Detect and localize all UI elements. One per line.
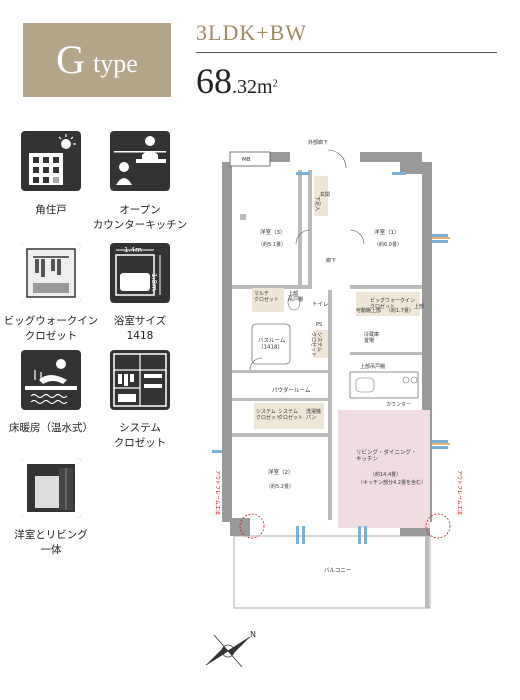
movable-shelf-label: 可動棚上部 (356, 307, 381, 314)
outframe-right-label: アウトフレーム工法 (456, 470, 463, 515)
compass-north: N (250, 630, 256, 639)
feature-label-living: 洋室とリビング一体 (14, 529, 88, 556)
feature-label-corner: 角住戸 (35, 204, 67, 216)
floor-area: 68.32m2 (196, 60, 278, 102)
ps-label: PS (316, 322, 322, 328)
room3-size: （約5.1畳） (258, 241, 286, 248)
bathroom-size-icon: 1.4m 1.8m (110, 243, 170, 303)
feature-label-heating: 床暖房（温水式） (9, 422, 93, 434)
feature-label-kitchen: オープンカウンターキッチン (92, 204, 188, 231)
bath-depth-label: 1.8m (150, 273, 158, 291)
room3-label: 洋室（3） (260, 228, 286, 236)
bathroom-label: バスルーム（1418） (258, 337, 286, 351)
system-closet1-label: システムクロゼット (256, 409, 281, 421)
ldk-note: （キッチン部分4.2畳を含む） (358, 479, 426, 486)
ldk-label: リビング・ダイニング・キッチン (356, 448, 417, 463)
shoe-box-label: 下足入 (314, 196, 320, 211)
storage-top-label: 上部吊戸棚 (288, 290, 303, 303)
floor-heating-icon (21, 350, 81, 410)
system-closet2-label: システムクロゼット (278, 409, 303, 421)
area-decimal: .32 (232, 76, 257, 98)
washer-label: 洗濯機パン (306, 408, 321, 421)
layout-label: 3LDK+BW (196, 20, 308, 45)
walkin-size: （約1.7畳） (386, 307, 414, 314)
compass-rose: N (200, 625, 260, 675)
multi-closet-label: マルチクロゼット (254, 291, 279, 303)
mb-label: MB (242, 157, 251, 163)
upper-cabinet-label: 上部吊戸棚 (360, 363, 385, 370)
room1-size: （約6.0畳） (374, 241, 402, 248)
balcony-label: バルコニー (324, 567, 351, 574)
system-closet-icon (110, 350, 170, 410)
western-living-icon (21, 458, 81, 518)
corridor-label: 外部廊下 (308, 139, 328, 146)
floor-plan: MB 外部廊下 (210, 130, 510, 615)
hall-label: 廊下 (326, 257, 336, 264)
corner-unit-icon (21, 131, 81, 191)
room2-size: （約5.2畳） (266, 483, 294, 490)
type-badge: G type (23, 23, 171, 97)
outframe-left-label: アウトフレーム工法 (214, 470, 221, 515)
walkin-label: ビッグウォークインクロゼット (370, 297, 415, 310)
area-unit-sup: 2 (272, 78, 278, 90)
area-unit: m (257, 76, 273, 98)
powder-label: パウダールーム (272, 386, 311, 394)
ldk-size: （約14.4畳） (370, 471, 401, 478)
feature-label-walkin: ビッグウォークインクロゼット (3, 315, 99, 342)
open-kitchen-icon (110, 131, 170, 191)
walk-in-closet-icon (21, 243, 81, 303)
room2-label: 洋室（2） (268, 468, 294, 476)
shelf-under-label: 上部 (414, 303, 424, 310)
toilet-label: トイレ (312, 302, 329, 308)
header-divider (196, 52, 497, 53)
area-integer: 68 (196, 61, 232, 101)
entrance-label: 玄関 (320, 191, 330, 198)
system-closet-small-label: システムクロゼット (310, 332, 322, 357)
bath-width-label: 1.4m (124, 246, 142, 254)
counter-label: カウンター (386, 401, 411, 408)
refrigerator-label: 冷蔵庫置場 (364, 331, 379, 344)
room1-label: 洋室（1） (374, 228, 400, 236)
type-letter: G (56, 37, 86, 82)
feature-label-system: システムクロゼット (113, 422, 167, 449)
type-word: type (93, 49, 138, 78)
